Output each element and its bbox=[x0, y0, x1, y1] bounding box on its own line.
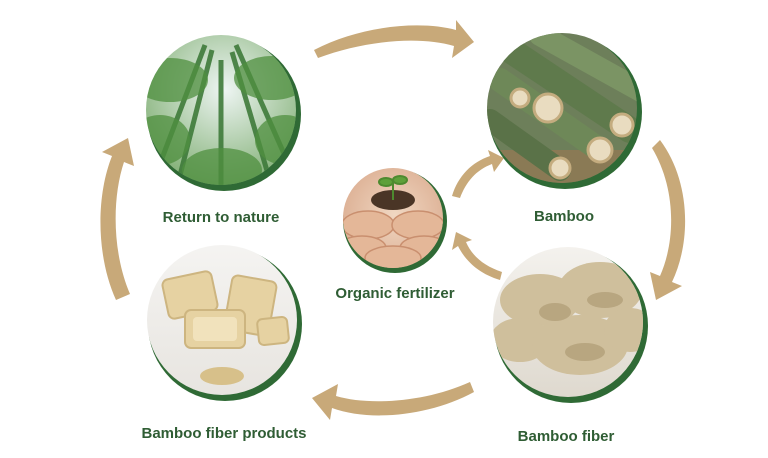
label-return-to-nature: Return to nature bbox=[162, 209, 280, 226]
label-bamboo-fiber-products: Bamboo fiber products bbox=[141, 425, 307, 442]
arrow-to-products bbox=[312, 382, 474, 420]
arrow-to-nature bbox=[100, 138, 134, 300]
node-bamboo-fiber bbox=[493, 247, 648, 403]
node-return-to-nature bbox=[146, 35, 301, 191]
node-bamboo bbox=[487, 33, 642, 189]
bamboo-forest-image bbox=[146, 35, 296, 185]
bamboo-fiber-image bbox=[493, 247, 643, 397]
node-organic-fertilizer bbox=[343, 168, 447, 273]
cut-bamboo-image bbox=[487, 33, 637, 183]
arrow-organic-to-bamboo bbox=[452, 150, 504, 198]
label-bamboo-fiber: Bamboo fiber bbox=[517, 428, 615, 445]
node-bamboo-fiber-products bbox=[147, 245, 302, 401]
hands-seedling-image bbox=[343, 168, 443, 268]
arrow-to-organic bbox=[452, 232, 502, 280]
label-bamboo: Bamboo bbox=[534, 208, 594, 225]
bamboo-fiber-trays-image bbox=[147, 245, 297, 395]
cycle-arrows bbox=[100, 20, 686, 420]
arrow-to-bamboo bbox=[314, 20, 474, 58]
arrow-to-bamboo-fiber bbox=[650, 140, 686, 300]
label-organic-fertilizer: Organic fertilizer bbox=[335, 285, 455, 302]
